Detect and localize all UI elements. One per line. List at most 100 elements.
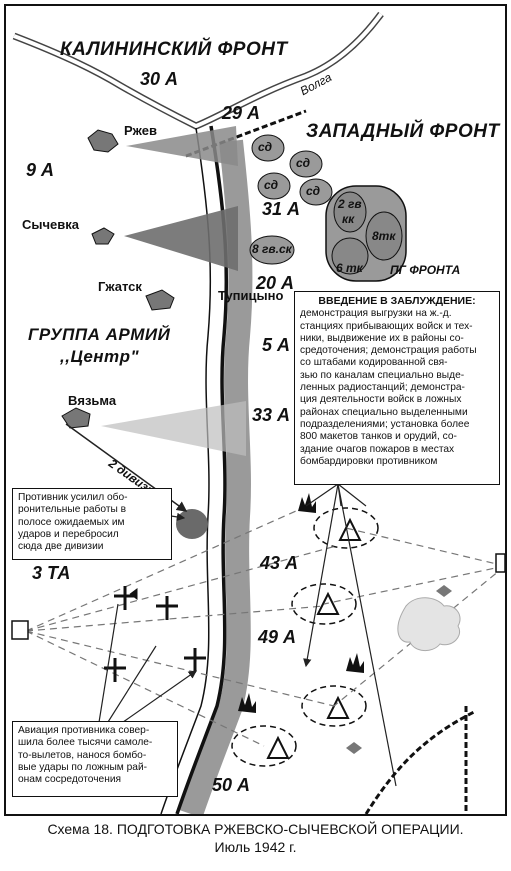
deception-line: станциях прибывающих войск и тех- [300,320,473,332]
sd-unit-2 [289,150,323,178]
army-29-label: 29 А [222,103,261,123]
fire-icon-2 [346,653,364,673]
aircraft-icon-1 [114,586,138,610]
tupitsyno-label: Тупицыно [218,288,284,303]
tk8-label: 8тк [372,229,396,243]
airfield-east-icon [495,553,505,573]
sd-label-2: сд [296,156,311,170]
aviation-note-line: онам сосредоточения [18,774,122,786]
army-20-label: 20 А [256,273,295,293]
deception-line: демонстрация выгрузки на ж.-д. [300,308,452,320]
tk8-unit [365,211,403,261]
army-31-label: 31 А [262,199,301,219]
false-area-2 [291,583,357,625]
caption-title: Схема 18. ПОДГОТОВКА РЖЕВСКО-СЫЧЕВСКОЙ О… [47,821,464,837]
gzhatsk-label: Гжатск [98,279,142,294]
gvkk-label-2: кк [342,212,355,226]
deception-line: подразделениями; установка более [300,418,470,430]
deception-line: зью по каналам специально выде- [300,369,465,381]
kalinin-front-label: КАЛИНИНСКИЙ ФРОНТ [60,39,288,60]
false-area-4 [231,725,297,767]
deception-line: ция деятельности войск в ложных [300,394,462,406]
diamond-marker-1 [436,585,452,597]
army-group-label-line1: ГРУППА АРМИЙ [28,325,171,344]
tk6-unit [331,237,369,275]
deception-line: ленных радиостанций; демонстра- [300,382,465,394]
gvkk-unit [333,191,367,233]
aviation-note-line: шила более тысячи самоле- [18,737,153,749]
army-33-label: 33 А [252,405,291,425]
army-5-label: 5 А [262,335,291,355]
army-50-label: 50 А [212,775,251,795]
deception-note: ВВЕДЕНИЕ В ЗАБЛУЖДЕНИЕ: демонстрация выг… [294,291,500,485]
vyazma-label: Вязьма [68,393,117,408]
volga-river-inner [13,12,383,129]
false-area-1 [313,507,379,549]
enemy-note-line: Противник усилил обо- [18,492,128,503]
rzhev-label: Ржев [124,123,157,138]
aircraft-icon-3 [184,648,206,672]
diamond-marker-2 [346,742,362,754]
tank-army-3-label: 3 ТА [32,563,71,583]
army-43-label: 43 А [260,553,299,573]
aviation-note-line: вые удары по ложным рай- [18,761,148,773]
enemy-note-line: ударов и перебросил [18,528,119,540]
aircraft-icon-2 [156,596,178,620]
rzhev-city-shape [87,129,119,153]
enemy-reserve-shape [176,509,208,539]
aviation-note-line: Авиация противника совер- [18,725,150,736]
aviation-note: Авиация противника совер- шила более тыс… [12,721,178,797]
army-9-label: 9 А [26,160,55,180]
aviation-note-line: то-вылетов, нанося бомбо- [18,749,147,761]
deception-note-title: ВВЕДЕНИЕ В ЗАБЛУЖДЕНИЕ: [318,295,476,307]
tk6-label: 6 тк [336,261,363,275]
railway-east [364,709,477,814]
sd-label-3: сд [264,178,279,192]
bombing-routes-west [25,510,337,747]
pg-front-label: ПГ ФРОНТА [390,263,461,277]
enemy-note-line: полосе ожидаемых им [18,516,125,528]
map-caption: Схема 18. ПОДГОТОВКА РЖЕВСКО-СЫЧЕВСКОЙ О… [0,820,511,856]
mock-tanks-2 [316,591,340,615]
strike-wedge-south [101,401,246,456]
army-30-label: 30 А [140,69,179,89]
airfield-west-icon [11,620,29,640]
sd-label-1: сд [258,140,273,154]
gvsk-label: 8 гв.ск [252,242,292,256]
sd-unit-1 [251,134,285,162]
deception-line: бомбардировки противником [300,455,438,467]
soviet-front-band [179,139,253,814]
strike-wedge-sychevka [124,206,238,271]
mock-tanks-4 [266,735,290,759]
sd-unit-3 [257,172,291,200]
gvkk-label-1: 2 гв [338,197,362,211]
deception-line: районах специально выделенными [300,406,468,418]
deception-line: ники, выдвижение их в районы со- [300,332,464,344]
sychevka-city-shape [91,227,115,245]
army-49-label: 49 А [258,627,297,647]
fire-icon-1 [298,493,316,513]
forest-patch [397,597,461,651]
mock-tanks-1 [338,517,362,541]
deception-line: здание очагов пожаров в местах [300,443,455,455]
fire-icon-3 [238,693,256,713]
army-group-label-line2: ,,Центр" [60,347,140,366]
deception-line: 800 макетов танков и орудий, со- [300,431,457,443]
sd-unit-4 [299,178,333,206]
map-drawing [11,11,505,814]
false-area-3 [301,685,367,727]
western-front-label: ЗАПАДНЫЙ ФРОНТ [306,121,500,142]
gvsk-unit [249,235,295,265]
deception-line: со штабами кодированной свя- [300,357,448,369]
sd-label-4: сд [306,184,321,198]
enemy-note: Противник усилил обо- ронительные работы… [12,488,172,560]
enemy-note-line: ронительные работы в [18,504,127,516]
deception-line: средоточения; демонстрация работы [300,345,477,357]
sychevka-label: Сычевка [22,217,79,232]
deception-pointers [306,483,397,787]
gzhatsk-city-shape [145,289,175,311]
caption-date: Июль 1942 г. [214,839,297,855]
map-frame: КАЛИНИНСКИЙ ФРОНТ ЗАПАДНЫЙ ФРОНТ Волга 3… [4,4,507,816]
enemy-note-line: сюда две дивизии [18,541,104,553]
